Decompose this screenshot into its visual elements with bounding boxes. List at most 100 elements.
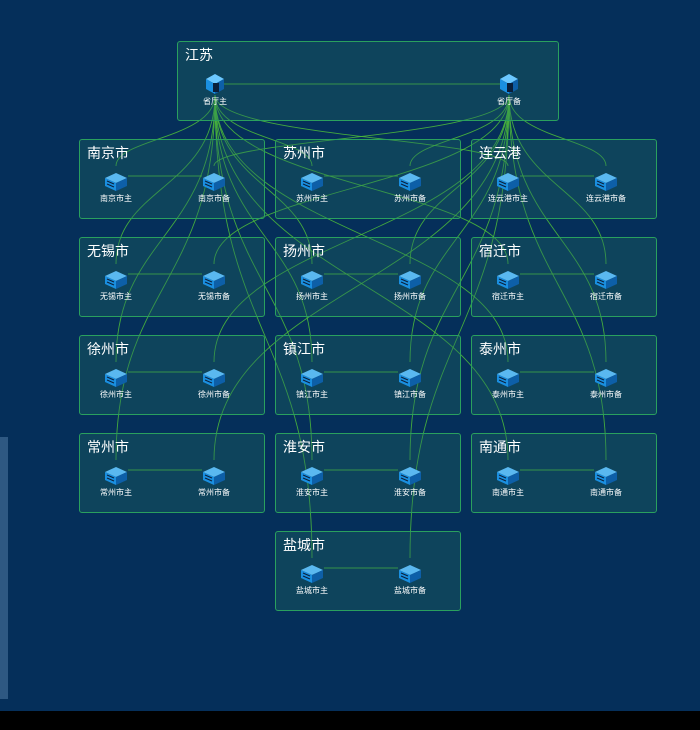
city-main-label: 扬州市主 (296, 292, 328, 301)
city-title: 宿迁市 (479, 244, 521, 260)
city-main-node[interactable]: 常州市主 (76, 466, 156, 498)
city-backup-label: 镇江市备 (394, 390, 426, 399)
province-main-label: 省厅主 (203, 97, 227, 106)
city-backup-node[interactable]: 宿迁市备 (566, 270, 646, 302)
city-main-label: 宿迁市主 (492, 292, 524, 301)
bottom-bar (0, 711, 700, 730)
city-backup-label: 淮安市备 (394, 488, 426, 497)
city-backup-node[interactable]: 扬州市备 (370, 270, 450, 302)
city-main-label: 常州市主 (100, 488, 132, 497)
city-main-label: 南通市主 (492, 488, 524, 497)
server-icon (595, 369, 617, 387)
uplink-main (214, 94, 313, 363)
city-main-node[interactable]: 徐州市主 (76, 368, 156, 400)
city-main-node[interactable]: 连云港市主 (468, 172, 548, 204)
city-main-label: 淮安市主 (296, 488, 328, 497)
uplink-main (115, 94, 216, 461)
city-main-node[interactable]: 南通市主 (468, 466, 548, 498)
city-main-label: 盐城市主 (296, 586, 328, 595)
province-box[interactable]: 江苏 (177, 41, 559, 121)
city-title: 盐城市 (283, 538, 325, 554)
city-backup-label: 泰州市备 (590, 390, 622, 399)
server-icon (105, 173, 127, 191)
uplink-backup (409, 94, 510, 461)
city-main-label: 泰州市主 (492, 390, 524, 399)
uplink-backup (409, 94, 510, 363)
topology-canvas: 江苏 省厅主 省厅备 南京市 苏州市 连云港 无锡市 扬州市 宿迁市 (76, 41, 657, 611)
cube-server-icon (500, 74, 518, 94)
server-icon (399, 565, 421, 583)
city-title: 连云港 (479, 146, 521, 162)
city-main-node[interactable]: 南京市主 (76, 172, 156, 204)
cube-server-icon (206, 74, 224, 94)
city-backup-label: 扬州市备 (394, 292, 426, 301)
city-backup-node[interactable]: 常州市备 (174, 466, 254, 498)
uplink-backup (508, 94, 607, 363)
city-box-xuzhou[interactable]: 徐州市 (79, 335, 265, 415)
province-title: 江苏 (185, 48, 213, 64)
server-icon (595, 467, 617, 485)
city-backup-node[interactable]: 镇江市备 (370, 368, 450, 400)
city-backup-label: 常州市备 (198, 488, 230, 497)
city-main-node[interactable]: 盐城市主 (272, 564, 352, 596)
city-main-node[interactable]: 苏州市主 (272, 172, 352, 204)
city-title: 淮安市 (283, 440, 325, 456)
uplink-main (115, 94, 216, 363)
server-icon (497, 369, 519, 387)
city-title: 镇江市 (283, 342, 325, 358)
city-title: 南京市 (87, 146, 129, 162)
city-backup-label: 徐州市备 (198, 390, 230, 399)
city-backup-label: 南通市备 (590, 488, 622, 497)
uplink-backup (409, 94, 510, 167)
city-backup-node[interactable]: 徐州市备 (174, 368, 254, 400)
city-backup-label: 盐城市备 (394, 586, 426, 595)
city-title: 无锡市 (87, 244, 129, 260)
city-backup-node[interactable]: 苏州市备 (370, 172, 450, 204)
province-backup-label: 省厅备 (497, 97, 521, 106)
server-icon (301, 173, 323, 191)
city-main-node[interactable]: 泰州市主 (468, 368, 548, 400)
server-icon (497, 467, 519, 485)
uplink-main (214, 94, 313, 461)
server-icon (105, 467, 127, 485)
server-icon (301, 565, 323, 583)
server-icon (595, 271, 617, 289)
city-backup-node[interactable]: 连云港市备 (566, 172, 646, 204)
city-backup-node[interactable]: 泰州市备 (566, 368, 646, 400)
province-main-node[interactable]: 省厅主 (175, 73, 255, 107)
server-icon (399, 467, 421, 485)
city-main-node[interactable]: 无锡市主 (76, 270, 156, 302)
city-title: 扬州市 (283, 244, 325, 260)
city-main-node[interactable]: 扬州市主 (272, 270, 352, 302)
city-main-node[interactable]: 镇江市主 (272, 368, 352, 400)
province-backup-node[interactable]: 省厅备 (469, 73, 549, 107)
city-main-label: 徐州市主 (100, 390, 132, 399)
city-main-node[interactable]: 淮安市主 (272, 466, 352, 498)
city-backup-node[interactable]: 盐城市备 (370, 564, 450, 596)
uplink-main (214, 94, 509, 265)
city-main-label: 南京市主 (100, 194, 132, 203)
city-backup-node[interactable]: 南京市备 (174, 172, 254, 204)
city-backup-node[interactable]: 无锡市备 (174, 270, 254, 302)
city-backup-node[interactable]: 淮安市备 (370, 466, 450, 498)
server-icon (301, 271, 323, 289)
side-scroll-strip[interactable] (0, 437, 8, 699)
city-title: 常州市 (87, 440, 129, 456)
server-icon (301, 467, 323, 485)
city-backup-label: 苏州市备 (394, 194, 426, 203)
server-icon (203, 467, 225, 485)
city-backup-label: 连云港市备 (586, 194, 626, 203)
city-main-node[interactable]: 宿迁市主 (468, 270, 548, 302)
city-backup-node[interactable]: 南通市备 (566, 466, 646, 498)
server-icon (105, 271, 127, 289)
city-main-label: 无锡市主 (100, 292, 132, 301)
city-box-huaian[interactable]: 淮安市 (275, 433, 461, 513)
server-icon (497, 271, 519, 289)
city-backup-label: 南京市备 (198, 194, 230, 203)
uplink-main (115, 94, 216, 265)
server-icon (399, 369, 421, 387)
server-icon (203, 271, 225, 289)
city-backup-label: 无锡市备 (198, 292, 230, 301)
uplink-backup (508, 94, 607, 167)
uplink-main (214, 94, 509, 461)
